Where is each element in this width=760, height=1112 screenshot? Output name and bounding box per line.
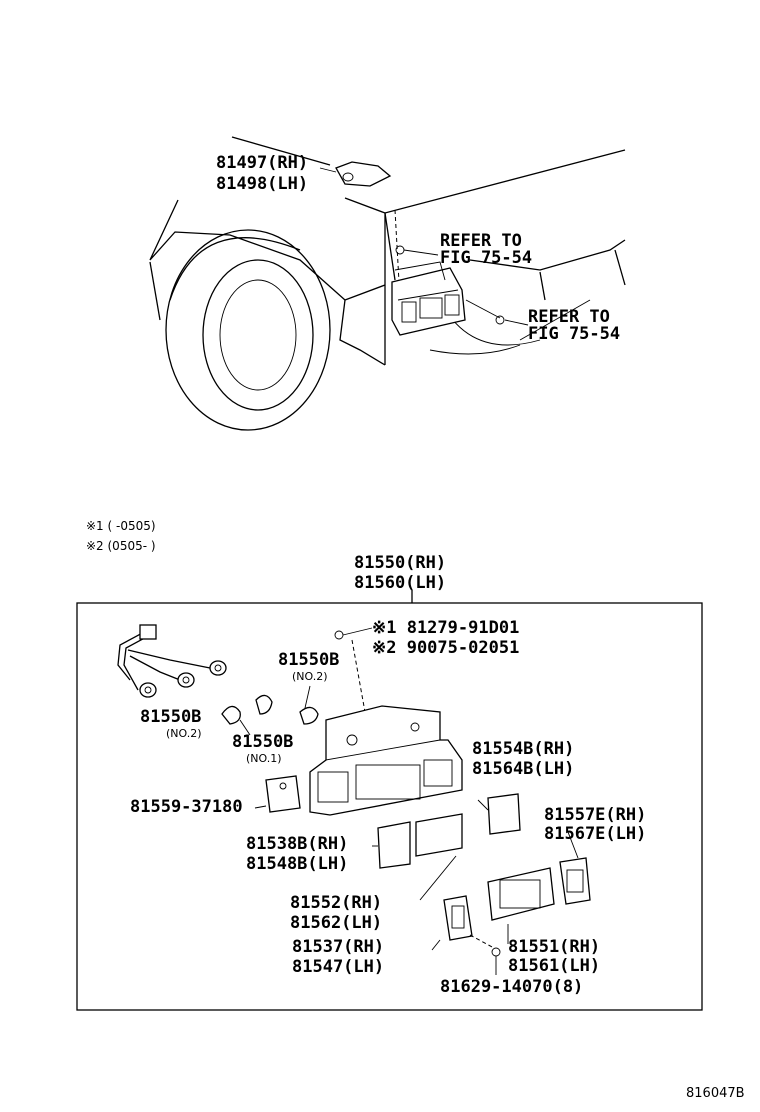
bracket-lh-label: 81498(LH) bbox=[216, 174, 308, 194]
lens-left-rh-label: 81537(RH) bbox=[292, 937, 384, 957]
vehicle-illustration bbox=[149, 136, 626, 431]
refer-to-1-line1: REFER TO bbox=[440, 231, 522, 251]
assembly-rh-label: 81550(RH) bbox=[354, 553, 446, 573]
screw-2-label: ※2 90075-02051 bbox=[372, 638, 519, 658]
gasket-left-lh-label: 81548B(LH) bbox=[246, 854, 348, 874]
note-1: ※1 ( -0505) bbox=[86, 519, 156, 533]
bracket-rh-label: 81497(RH) bbox=[216, 153, 308, 173]
bulb-no1-sub: (NO.1) bbox=[246, 752, 282, 765]
exploded-parts bbox=[117, 624, 591, 975]
refer-to-1-line2: FIG 75-54 bbox=[440, 248, 532, 268]
gasket-center-rh-label: 81552(RH) bbox=[290, 893, 382, 913]
lens-center-lh-label: 81561(LH) bbox=[508, 956, 600, 976]
gasket-center-lh-label: 81562(LH) bbox=[290, 913, 382, 933]
bulb-no1-label: 81550B bbox=[232, 732, 293, 752]
clip-label: 81559-37180 bbox=[130, 797, 243, 817]
screw-1-label: ※1 81279-91D01 bbox=[372, 618, 519, 638]
assembly-lh-label: 81560(LH) bbox=[354, 573, 446, 593]
bulb-no2-left-label: 81550B bbox=[140, 707, 201, 727]
gasket-right-lh-label: 81564B(LH) bbox=[472, 759, 574, 779]
lens-right-rh-label: 81557E(RH) bbox=[544, 805, 646, 825]
bulb-no2-top-label: 81550B bbox=[278, 650, 339, 670]
gasket-right-rh-label: 81554B(RH) bbox=[472, 739, 574, 759]
bulb-no2-left-sub: (NO.2) bbox=[166, 727, 202, 740]
lens-center-rh-label: 81551(RH) bbox=[508, 937, 600, 957]
lens-left-lh-label: 81547(LH) bbox=[292, 957, 384, 977]
refer-to-2-line1: REFER TO bbox=[528, 307, 610, 327]
lens-screw-label: 81629-14070(8) bbox=[440, 977, 583, 997]
diagram-id: 816047B bbox=[686, 1086, 745, 1101]
assembly-frame bbox=[76, 602, 703, 1011]
bulb-no2-top-sub: (NO.2) bbox=[292, 670, 328, 683]
gasket-left-rh-label: 81538B(RH) bbox=[246, 834, 348, 854]
lens-right-lh-label: 81567E(LH) bbox=[544, 824, 646, 844]
note-2: ※2 (0505- ) bbox=[86, 539, 156, 553]
refer-to-2-line2: FIG 75-54 bbox=[528, 324, 620, 344]
